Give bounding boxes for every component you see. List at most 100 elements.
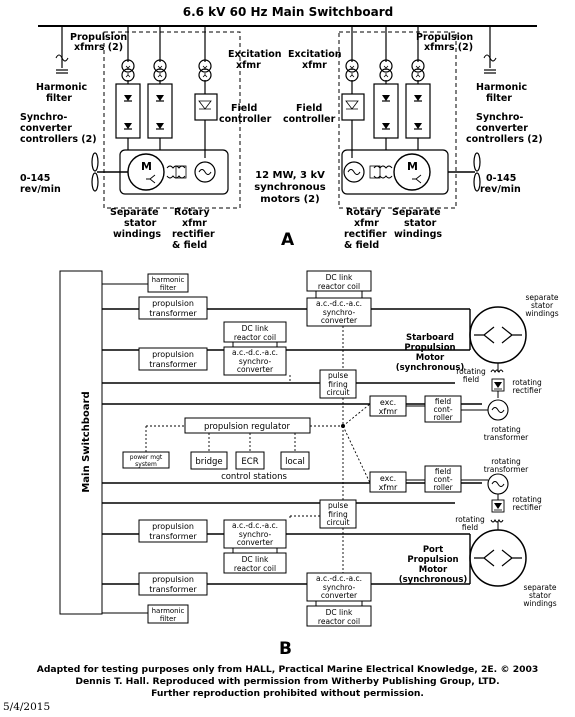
excitation-label: xfmr xyxy=(302,60,327,71)
box-label: xfmr xyxy=(379,483,398,492)
box-label: exc. xyxy=(380,474,396,483)
box-label: converter xyxy=(321,591,358,600)
motor-label: Starboard xyxy=(406,333,454,343)
motors-label: 12 MW, 3 kV xyxy=(255,170,325,181)
field-controller-box xyxy=(341,93,365,121)
motor-label: separate xyxy=(525,293,558,302)
box-label: field xyxy=(435,397,451,406)
control-stations-label: control stations xyxy=(221,472,287,482)
box-label: DC link xyxy=(242,555,269,564)
box-label: circuit xyxy=(326,388,349,397)
switchboard-title: 6.6 kV 60 Hz Main Switchboard xyxy=(183,5,394,19)
credit-line: Dennis T. Hall. Reproduced with permissi… xyxy=(75,676,500,687)
field-controller-top xyxy=(424,395,462,423)
harmonic-filter-top xyxy=(147,273,189,293)
box-label: pulse xyxy=(328,371,349,380)
pulse-firing-circuit-top xyxy=(319,369,357,399)
component-label: field xyxy=(462,523,478,532)
motor-right xyxy=(393,153,431,191)
control-signal-lines xyxy=(145,326,371,573)
box-label: DC link xyxy=(326,273,353,282)
diagram-letter-b: B xyxy=(279,639,292,659)
box-label: a.c.-d.c.-a.c. xyxy=(316,299,362,308)
box-label: synchro- xyxy=(323,308,356,317)
box-label: local xyxy=(285,457,305,467)
synchro-label: controllers (2) xyxy=(20,134,97,145)
field-controller-label: controller xyxy=(283,114,336,125)
box-label: reactor coil xyxy=(234,333,276,342)
excitation-label: Excitation xyxy=(288,49,342,60)
rotary-label: rectifier xyxy=(172,229,215,240)
dc-link-coil-4 xyxy=(306,605,372,627)
component-label: rotating xyxy=(455,515,485,524)
synchro-converter-2 xyxy=(223,346,287,376)
dc-link-coil-3 xyxy=(223,552,287,574)
synchro-converter-3 xyxy=(223,519,287,549)
box-label: exc. xyxy=(380,398,396,407)
stator-label: windings xyxy=(394,229,442,240)
speed-label: 0-145 xyxy=(486,173,516,184)
box-label: a.c.-d.c.-a.c. xyxy=(316,574,362,583)
motors-label: motors (2) xyxy=(260,194,319,205)
rotary-label: rectifier xyxy=(344,229,387,240)
synchro-label: controllers (2) xyxy=(466,134,543,145)
field-controller-label: controller xyxy=(219,114,272,125)
harmonic-filter-label: filter xyxy=(46,93,72,104)
credit-line: Further reproduction prohibited without … xyxy=(151,688,424,699)
box-label: propulsion xyxy=(152,299,194,308)
motor-m-label: M xyxy=(407,160,418,173)
component-label: rotating xyxy=(512,495,542,504)
box-label: propulsion xyxy=(152,350,194,359)
propulsion-transformer-3 xyxy=(138,519,208,543)
main-switchboard-box xyxy=(59,270,103,615)
box-label: system xyxy=(135,461,157,468)
component-label: rotating xyxy=(491,425,521,434)
stator-label: Separate xyxy=(110,207,159,218)
converter-boundary-left xyxy=(103,31,241,209)
rotary-label: Rotary xyxy=(346,207,382,218)
box-label: bridge xyxy=(195,457,222,467)
excitation-label: xfmr xyxy=(236,60,261,71)
component-label: transformer xyxy=(484,465,529,474)
motor-label: Propulsion xyxy=(407,555,458,565)
box-label: transformer xyxy=(149,532,197,541)
box-label: firing xyxy=(328,510,348,519)
box-label: propulsion xyxy=(152,522,194,531)
date-stamp: 5/4/2015 xyxy=(3,701,51,713)
dc-link-coil-2 xyxy=(223,321,287,343)
rotary-label: & field xyxy=(344,240,379,251)
credit-line: Adapted for testing purposes only from H… xyxy=(36,664,539,675)
box-label: roller xyxy=(433,413,453,422)
stator-label: Separate xyxy=(392,207,441,218)
field-controller-label: Field xyxy=(231,103,257,114)
propulsion-transformer-4 xyxy=(138,572,208,596)
motor-label: stator xyxy=(531,301,554,310)
bridge-station-box xyxy=(190,451,228,470)
box-label: reactor coil xyxy=(234,564,276,573)
harmonic-filter-label: Harmonic xyxy=(36,82,87,93)
field-controller-box xyxy=(194,93,218,121)
box-label: cont- xyxy=(433,405,452,414)
box-label: synchro- xyxy=(323,583,356,592)
motor-label: Motor xyxy=(416,353,445,363)
rotary-xfmr-left xyxy=(194,161,216,183)
field-controller-label: Field xyxy=(296,103,322,114)
synchro-converter-box xyxy=(405,83,431,139)
propulsion-transformer-2 xyxy=(138,347,208,371)
synchro-label: converter xyxy=(476,123,528,134)
synchro-label: Synchro- xyxy=(20,112,67,123)
rotary-label: & field xyxy=(172,240,207,251)
synchro-label: converter xyxy=(20,123,72,134)
box-label: propulsion xyxy=(152,575,194,584)
synchro-converter-4 xyxy=(306,572,372,602)
prop-xfmrs-label: Propulsion xyxy=(70,32,127,43)
box-label: power mgt xyxy=(130,454,163,461)
box-label: harmonic xyxy=(152,276,185,284)
speed-label: rev/min xyxy=(480,184,521,195)
motor-label: windings xyxy=(523,599,556,608)
box-label: cont- xyxy=(433,475,452,484)
prop-xfmrs-label: xfmrs (2) xyxy=(424,42,473,53)
rotary-label: xfmr xyxy=(354,218,379,229)
motor-label: Motor xyxy=(419,565,448,575)
